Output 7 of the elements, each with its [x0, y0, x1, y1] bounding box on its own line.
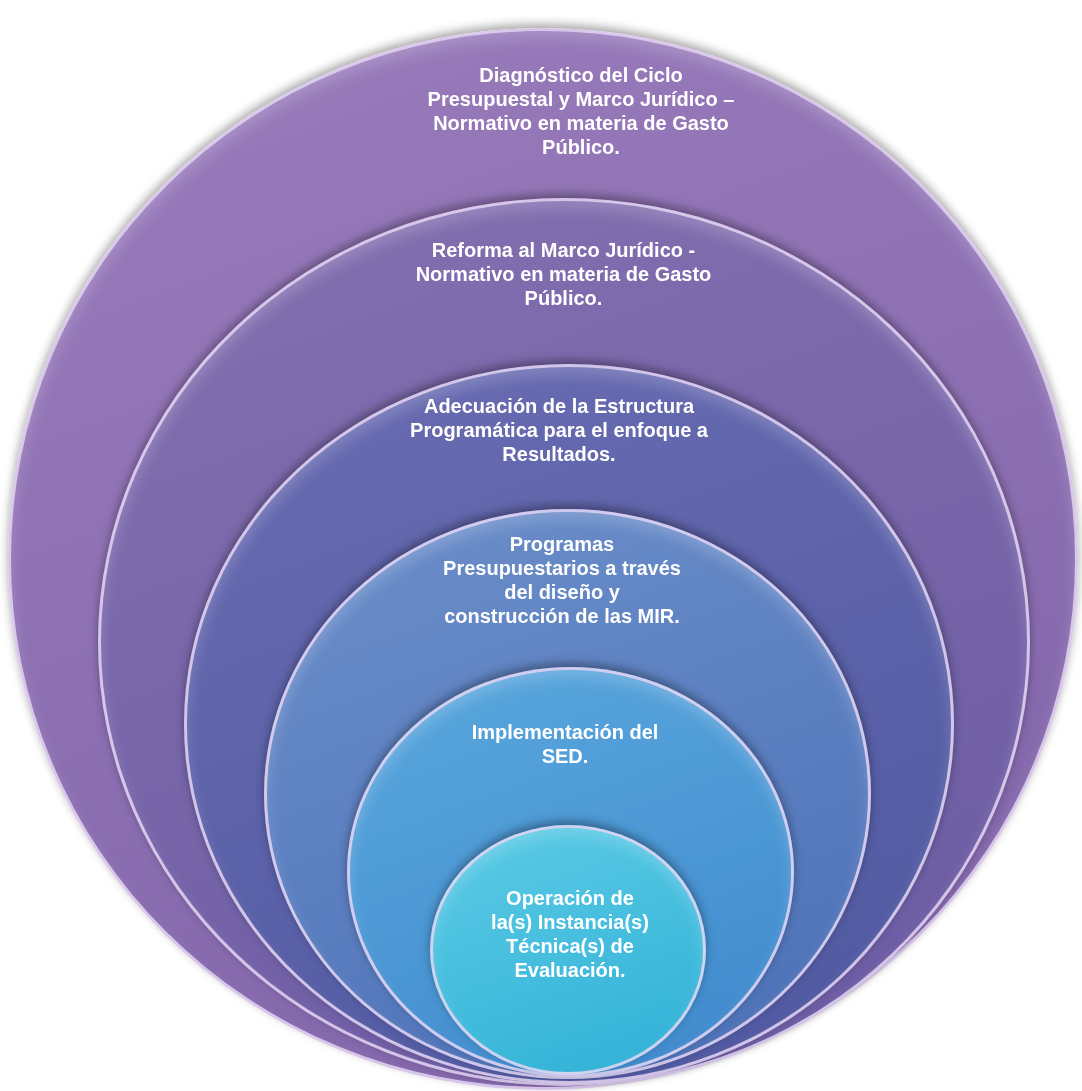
circle-label: Adecuación de la Estructura Programática para el enfoque a Resultados.	[409, 394, 709, 466]
circle-label: Programas Presupuestarios a través del diseño y construcción de las MIR.	[442, 532, 682, 628]
circle	[430, 825, 706, 1075]
circle-label: Operación de la(s) Instancia(s) Técnica(s) de Evaluación.	[490, 886, 650, 982]
circle-label: Implementación del SED.	[470, 720, 660, 768]
circle-label: Reforma al Marco Jurídico - Normativo en materia de Gasto Público.	[414, 238, 713, 310]
circle-label: Diagnóstico del Ciclo Presupuestal y Marco Jurídico – Normativo en materia de Gasto Público.	[426, 63, 736, 159]
